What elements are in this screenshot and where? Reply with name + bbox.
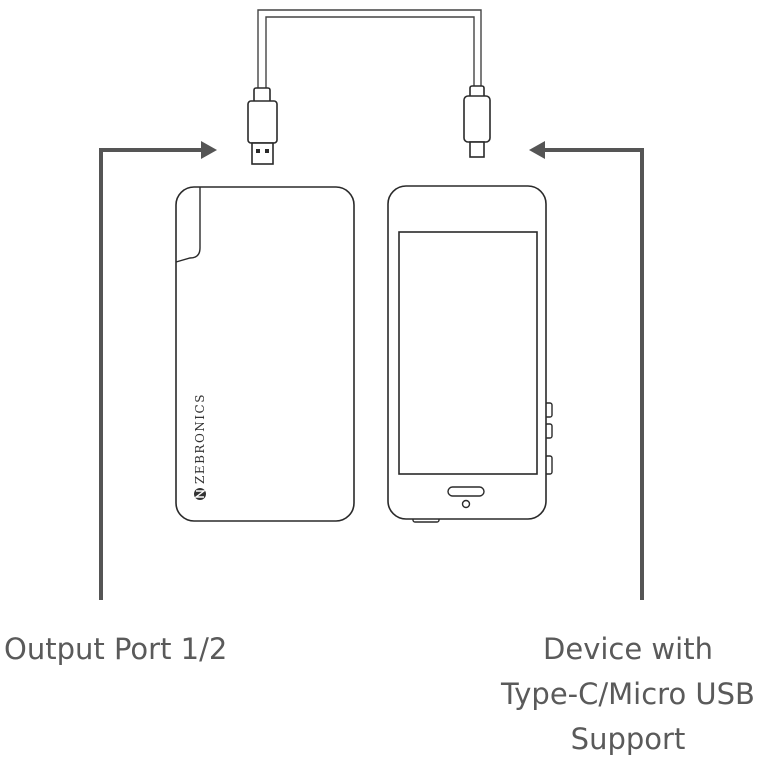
device-support-label: Device with Type-C/Micro USB Support bbox=[492, 627, 764, 762]
output-port-arrow-icon bbox=[99, 141, 217, 600]
micro-usb-connector-icon bbox=[463, 85, 491, 158]
home-button-icon bbox=[447, 486, 485, 497]
zebronics-logo-icon: ZEBRONICS bbox=[193, 393, 207, 500]
device-arrow-icon bbox=[529, 141, 644, 600]
device-label-line-1: Device with bbox=[543, 632, 713, 666]
power-bank-brand: ZEBRONICS bbox=[193, 393, 207, 484]
output-port-label: Output Port 1/2 bbox=[4, 632, 228, 666]
mobile-device bbox=[387, 185, 553, 523]
sensor-icon bbox=[461, 499, 471, 509]
device-label-line-3: Support bbox=[570, 722, 686, 756]
device-label-line-2: Type-C/Micro USB bbox=[501, 677, 755, 711]
usb-a-connector-icon bbox=[247, 87, 278, 165]
usb-cable bbox=[257, 9, 482, 92]
power-bank: ZEBRONICS bbox=[175, 186, 355, 522]
